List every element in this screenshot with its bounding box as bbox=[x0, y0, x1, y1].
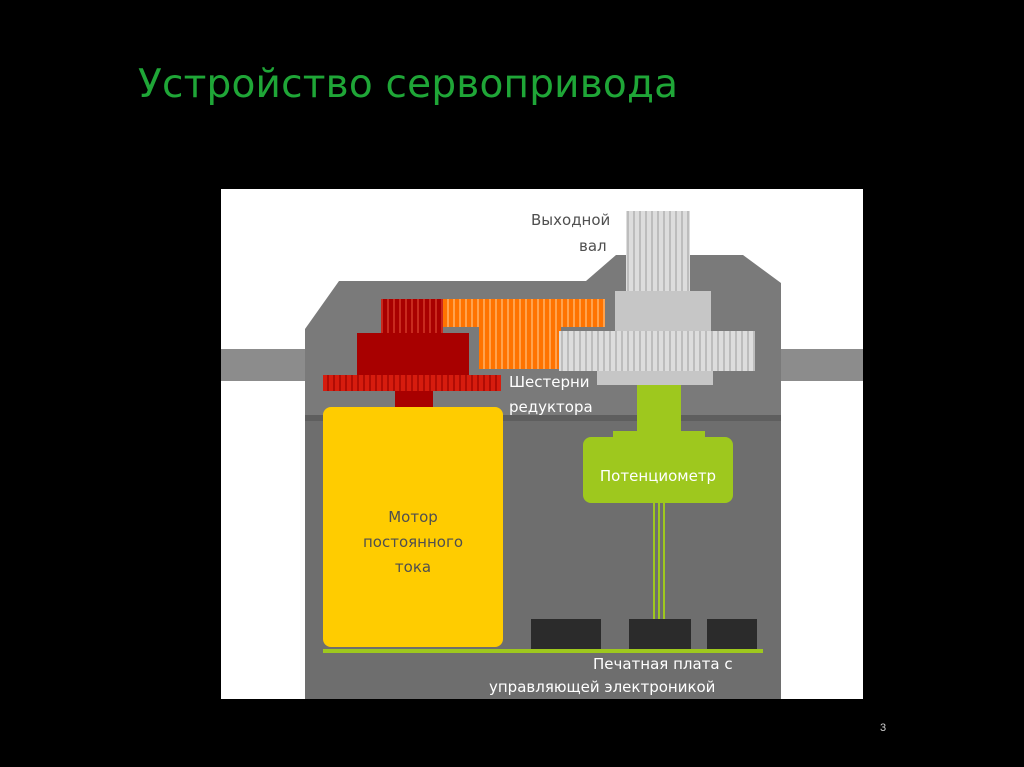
motor-neck bbox=[377, 407, 449, 429]
potentiometer-shaft bbox=[637, 385, 681, 437]
left-mounting-tab bbox=[221, 349, 305, 381]
label-gears-2: редуктора bbox=[509, 398, 593, 416]
output-shaft-spline bbox=[626, 211, 690, 291]
page-number: 3 bbox=[880, 722, 887, 734]
slide-title: Устройство сервопривода bbox=[138, 62, 679, 107]
pcb-board bbox=[323, 649, 763, 653]
output-gear bbox=[559, 331, 755, 371]
pcb-chip-2 bbox=[629, 619, 691, 649]
label-motor-3: тока bbox=[395, 558, 431, 576]
label-gears-1: Шестерни bbox=[509, 373, 590, 391]
orange-gear-lower bbox=[479, 327, 561, 369]
label-pcb-1: Печатная плата с bbox=[593, 655, 733, 673]
motor-gear-top bbox=[381, 299, 443, 333]
motor bbox=[323, 407, 503, 647]
potentiometer bbox=[583, 437, 733, 503]
motor-pinion-gear bbox=[323, 375, 501, 391]
label-motor-1: Мотор bbox=[388, 508, 438, 526]
output-shaft-hub bbox=[615, 291, 711, 335]
label-output-shaft-1: Выходной bbox=[531, 211, 610, 229]
label-motor-2: постоянного bbox=[363, 533, 463, 551]
housing-seam bbox=[305, 415, 781, 421]
right-mounting-tab bbox=[776, 349, 863, 381]
pcb-chip-1 bbox=[531, 619, 601, 649]
orange-gear-top bbox=[443, 299, 605, 327]
servo-diagram-svg: Выходной вал Шестерни редуктора Потенцио… bbox=[221, 189, 863, 699]
motor-gear-middle bbox=[357, 333, 469, 375]
output-gear-base bbox=[597, 371, 713, 385]
servo-diagram: Выходной вал Шестерни редуктора Потенцио… bbox=[221, 189, 863, 699]
label-output-shaft-2: вал bbox=[579, 237, 607, 255]
potentiometer-top bbox=[613, 431, 705, 445]
label-pcb-2: управляющей электроникой bbox=[489, 678, 715, 696]
pcb-chip-3 bbox=[707, 619, 757, 649]
label-potentiometer: Потенциометр bbox=[600, 467, 716, 485]
